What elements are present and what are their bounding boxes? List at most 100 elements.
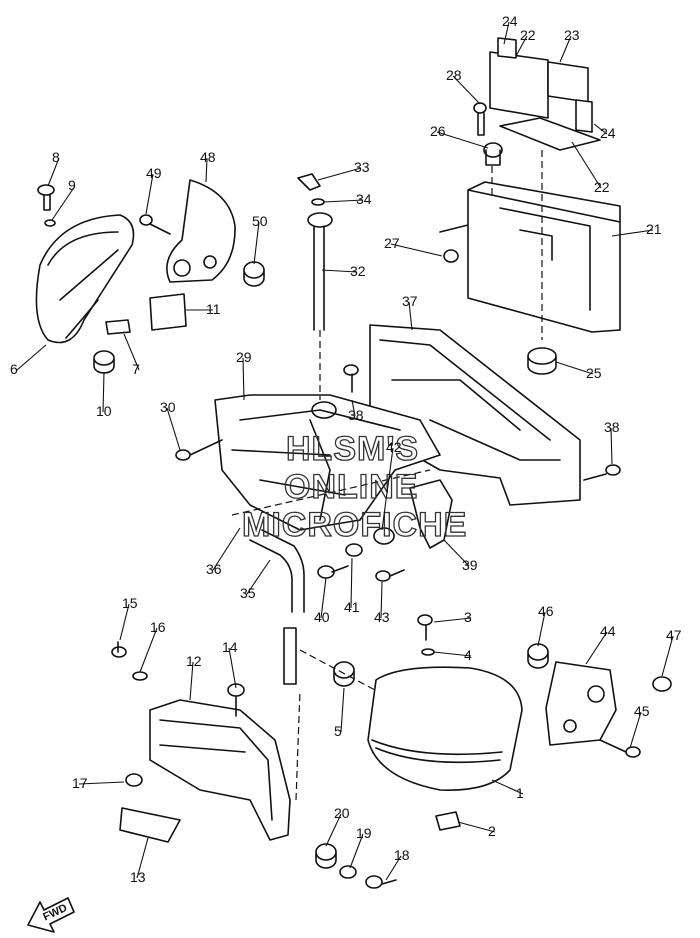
bolt-3 (417, 614, 433, 641)
hose-35 (249, 529, 305, 613)
grommet-46 (527, 643, 549, 669)
leader-line-50 (253, 221, 260, 265)
damper-2 (435, 811, 461, 831)
leader-line-4 (433, 651, 472, 657)
bolt-38-right (583, 464, 621, 481)
pad-22-top (489, 51, 549, 119)
callout-35: 35 (240, 585, 256, 601)
leader-line-33 (317, 167, 362, 181)
leader-line-24 (503, 21, 510, 45)
washer-47 (652, 676, 672, 692)
callout-30: 30 (160, 399, 176, 415)
leader-line-15 (119, 603, 130, 641)
callout-36: 36 (206, 561, 222, 577)
watermark: HLSM'S ONLINE MICROFICHE (241, 429, 467, 544)
bolt-18 (365, 875, 397, 889)
callout-17: 17 (72, 775, 88, 791)
leader-line-38 (610, 427, 613, 465)
callout-13: 13 (130, 869, 146, 885)
leader-line-27 (390, 243, 443, 257)
bracket-48-group (139, 179, 265, 287)
callout-9: 9 (68, 177, 76, 193)
leader-line-26 (436, 131, 489, 149)
leader-line-19 (349, 833, 364, 869)
leader-line-32 (321, 269, 358, 273)
callout-44: 44 (600, 623, 616, 639)
left-cover-group (35, 184, 187, 374)
callout-33: 33 (354, 159, 370, 175)
leader-line-2 (457, 821, 496, 833)
leader-line-25 (555, 361, 594, 375)
fwd-arrow-icon: FWD (27, 897, 75, 933)
callout-14: 14 (222, 639, 238, 655)
callout-7: 7 (132, 361, 140, 377)
callout-26: 26 (430, 123, 446, 139)
callout-22: 22 (594, 179, 610, 195)
pipe-32 (307, 212, 333, 331)
leader-line-43 (380, 581, 383, 619)
side-cover-12 (149, 699, 291, 841)
bolt-28 (473, 102, 487, 136)
leader-line-16 (139, 627, 158, 673)
leader-line-49 (145, 173, 154, 215)
clip-33 (297, 173, 321, 191)
leader-line-30 (166, 407, 181, 451)
grommet-26 (483, 142, 503, 166)
watermark-line-1: HLSM'S (286, 430, 419, 468)
callout-48: 48 (200, 149, 216, 165)
leader-line-47 (661, 635, 674, 677)
callout-43: 43 (374, 609, 390, 625)
leader-line-44 (585, 631, 608, 665)
leader-line-22 (571, 141, 602, 189)
bolt-15 (111, 641, 127, 658)
pad-22-lower (499, 117, 601, 151)
side-cover-1 (367, 666, 523, 791)
callout-10: 10 (96, 403, 112, 419)
leader-line-46 (537, 611, 546, 647)
label-11 (149, 293, 187, 331)
callout-1: 1 (516, 785, 524, 801)
bolt-14 (227, 683, 245, 717)
callout-18: 18 (394, 847, 410, 863)
leader-line-21 (611, 229, 654, 237)
grommet-20 (315, 843, 337, 869)
watermark-line-3: MICROFICHE (242, 506, 467, 544)
washer-4 (421, 648, 435, 656)
leader-line-3 (433, 617, 472, 623)
callout-49: 49 (146, 165, 162, 181)
pad-23 (547, 61, 589, 103)
callout-46: 46 (538, 603, 554, 619)
callout-29: 29 (236, 349, 252, 365)
callout-38: 38 (604, 419, 620, 435)
leader-line-35 (246, 559, 271, 595)
callout-2: 2 (488, 823, 496, 839)
callout-24: 24 (502, 13, 518, 29)
bolt-30 (175, 439, 223, 461)
callout-12: 12 (186, 653, 202, 669)
bolt-43 (375, 569, 405, 582)
leader-line-20 (325, 813, 342, 847)
washer-16 (132, 671, 148, 681)
callout-20: 20 (334, 805, 350, 821)
leader-line-45 (629, 711, 642, 749)
callout-5: 5 (334, 723, 342, 739)
damper-13 (119, 807, 181, 843)
leader-line-1 (491, 779, 524, 795)
airbox-group (175, 324, 621, 685)
callout-22: 22 (520, 27, 536, 43)
watermark-line-2: ONLINE (284, 468, 418, 506)
bolt-45 (599, 739, 641, 758)
leader-line-6 (16, 344, 47, 371)
collar-41 (345, 543, 363, 557)
leader-line-48 (205, 157, 208, 183)
battery-box-21 (439, 181, 621, 333)
callout-16: 16 (150, 619, 166, 635)
grommet-10 (93, 350, 115, 374)
callout-34: 34 (356, 191, 372, 207)
callout-3: 3 (464, 609, 472, 625)
pad-24-top (497, 37, 517, 59)
callout-45: 45 (634, 703, 650, 719)
